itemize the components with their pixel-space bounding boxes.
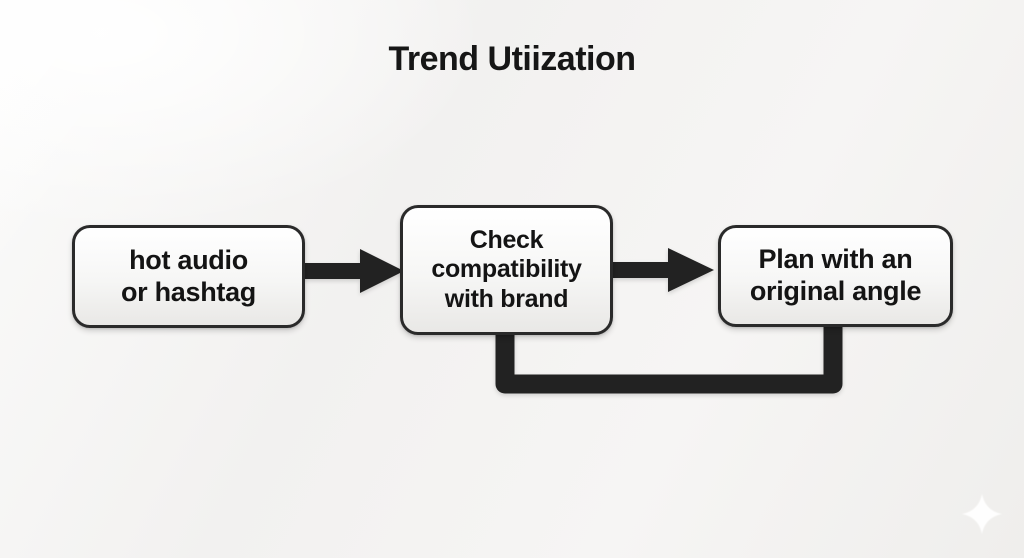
node-plan-original: Plan with an original angle <box>718 225 953 327</box>
node-plan-original-label: Plan with an original angle <box>749 244 922 306</box>
node-hot-audio-label: hot audio or hashtag <box>120 244 257 307</box>
node-hot-audio: hot audio or hashtag <box>72 225 305 328</box>
sparkle-icon <box>962 494 1002 534</box>
diagram-title: Trend Utiization <box>388 40 637 78</box>
arrow-node1-node2 <box>302 249 404 293</box>
node-check-compatibility-label: Check compatibility with brand <box>431 226 582 313</box>
arrow-node2-node3 <box>610 248 714 292</box>
node-check-compatibility: Check compatibility with brand <box>400 205 613 335</box>
